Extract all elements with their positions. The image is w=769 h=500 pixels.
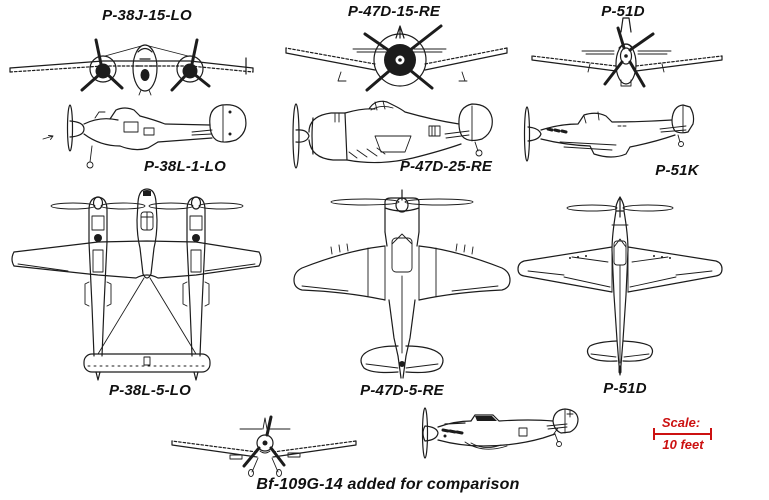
label-p47-top: P-47D-5-RE — [360, 382, 444, 399]
p38-top-view-drawing — [11, 188, 262, 381]
label-p38-top: P-38L-5-LO — [108, 382, 192, 399]
scale-value: 10 feet — [662, 437, 704, 452]
scale-bar — [653, 433, 712, 435]
p47-front-view-drawing — [285, 24, 508, 92]
p38-front-view-drawing — [9, 38, 254, 96]
p47-side-view-drawing — [292, 100, 493, 169]
bf109-front-view-drawing — [171, 415, 357, 477]
label-p51-top: P-51D — [603, 380, 647, 397]
label-p47-front: P-47D-15-RE — [347, 3, 441, 20]
label-p51-front: P-51D — [601, 3, 645, 20]
scale-title: Scale: — [661, 415, 701, 430]
label-p38-front: P-38J-15-LO — [102, 7, 192, 24]
label-p38-side: P-38L-1-LO — [143, 158, 227, 175]
bf109-caption: Bf-109G-14 added for comparison — [256, 476, 520, 493]
p51-front-view-drawing — [531, 17, 723, 88]
label-p47-side: P-47D-25-RE — [399, 158, 493, 175]
bf109-side-view-drawing — [421, 407, 579, 459]
p51-side-view-drawing — [523, 104, 695, 162]
label-p51-side: P-51K — [655, 162, 699, 179]
p38-side-view-drawing — [42, 104, 247, 169]
p47-top-view-drawing — [293, 189, 511, 379]
scale-tick-left — [653, 428, 655, 440]
scale-tick-right — [710, 428, 712, 440]
p51-top-view-drawing — [517, 196, 723, 376]
